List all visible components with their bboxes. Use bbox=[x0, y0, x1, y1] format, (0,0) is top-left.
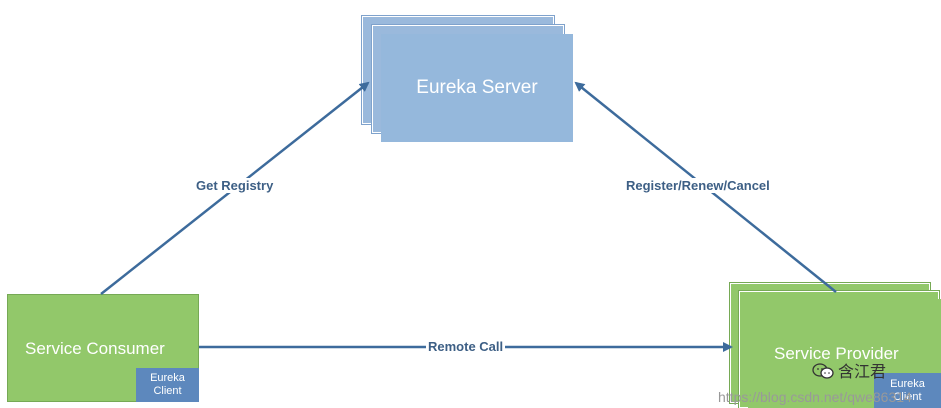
consumer-eureka-client-tag: Eureka Client bbox=[136, 368, 199, 402]
get-registry-label: Get Registry bbox=[194, 178, 276, 193]
provider-client-line1: Eureka bbox=[890, 377, 925, 390]
service-consumer-label: Service Consumer bbox=[25, 339, 165, 358]
remote-call-label: Remote Call bbox=[426, 339, 506, 354]
eureka-server-label: Eureka Server bbox=[416, 77, 538, 98]
provider-client-line2: Client bbox=[893, 390, 922, 403]
watermark-logo: 含江君 bbox=[812, 358, 886, 382]
eureka-server-node[interactable]: Eureka Server bbox=[381, 34, 573, 142]
service-consumer-node[interactable]: Service Consumer Eureka Client bbox=[7, 294, 199, 402]
consumer-client-line2: Client bbox=[153, 385, 182, 397]
provider-eureka-client-tag: Eureka Client bbox=[874, 373, 941, 408]
consumer-client-line1: Eureka bbox=[150, 372, 185, 384]
watermark-url: https://blog.csdn.net/qwe86314 bbox=[718, 389, 912, 405]
service-provider-label: Service Provider bbox=[774, 344, 899, 363]
register-renew-cancel-label: Register/Renew/Cancel bbox=[624, 178, 772, 193]
service-provider-node[interactable]: Service Provider Eureka Client bbox=[748, 299, 941, 408]
watermark-name: 含江君 bbox=[838, 364, 887, 381]
wechat-icon bbox=[812, 363, 834, 379]
